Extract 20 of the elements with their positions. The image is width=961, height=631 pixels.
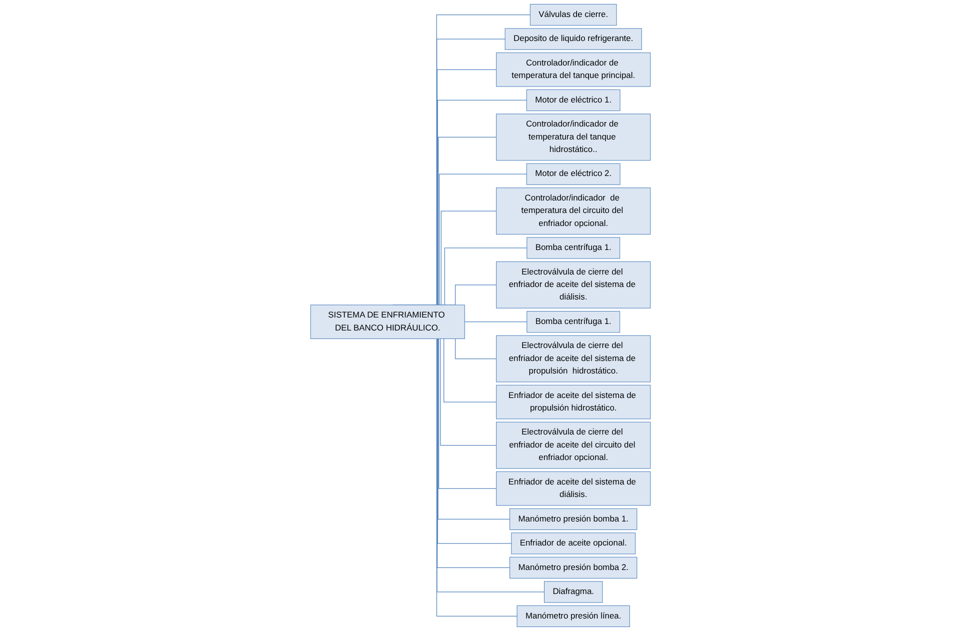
node-box: Bomba centrífuga 1. [526,311,620,333]
node-box: Controlador/indicador de temperatura del circuito del enfriador opcional. [496,188,651,235]
node-box: Deposito de liquido refrigerante. [504,28,642,50]
node-box: Electroválvula de cierre del enfriador de aceite del sistema de diálisis. [496,261,651,308]
node-box: Electroválvula de cierre del enfriador de aceite del sistema de propulsión hidrostático. [496,335,651,382]
node-box: Motor de eléctrico 2. [526,163,620,185]
node-box: SISTEMA DE ENFRIAMIENTO DEL BANCO HIDRÁULICO. [310,304,465,339]
node-box: Diafragma. [544,581,603,603]
node-box: Manómetro presión bomba 1. [510,508,638,530]
node-box: Controlador/indicador de temperatura del tanque principal. [496,52,651,87]
node-box: Manómetro presión línea. [516,605,630,628]
node-box: Enfriador de aceite del sistema de diálisis. [496,471,651,506]
node-box: Bomba centrífuga 1. [526,237,620,259]
node-box: Controlador/indicador de temperatura del tanque hidrostático.. [496,114,651,161]
node-box: Electroválvula de cierre del enfriador de aceite del circuito del enfriador opcional. [496,422,651,469]
node-box: Enfriador de aceite del sistema de propulsión hidrostático. [496,384,651,420]
node-box: Motor de eléctrico 1. [526,89,620,112]
node-box: Manómetro presión bomba 2. [510,556,638,578]
node-box: Válvulas de cierre. [530,4,617,26]
node-box: Enfriador de aceite opcional. [511,532,636,554]
